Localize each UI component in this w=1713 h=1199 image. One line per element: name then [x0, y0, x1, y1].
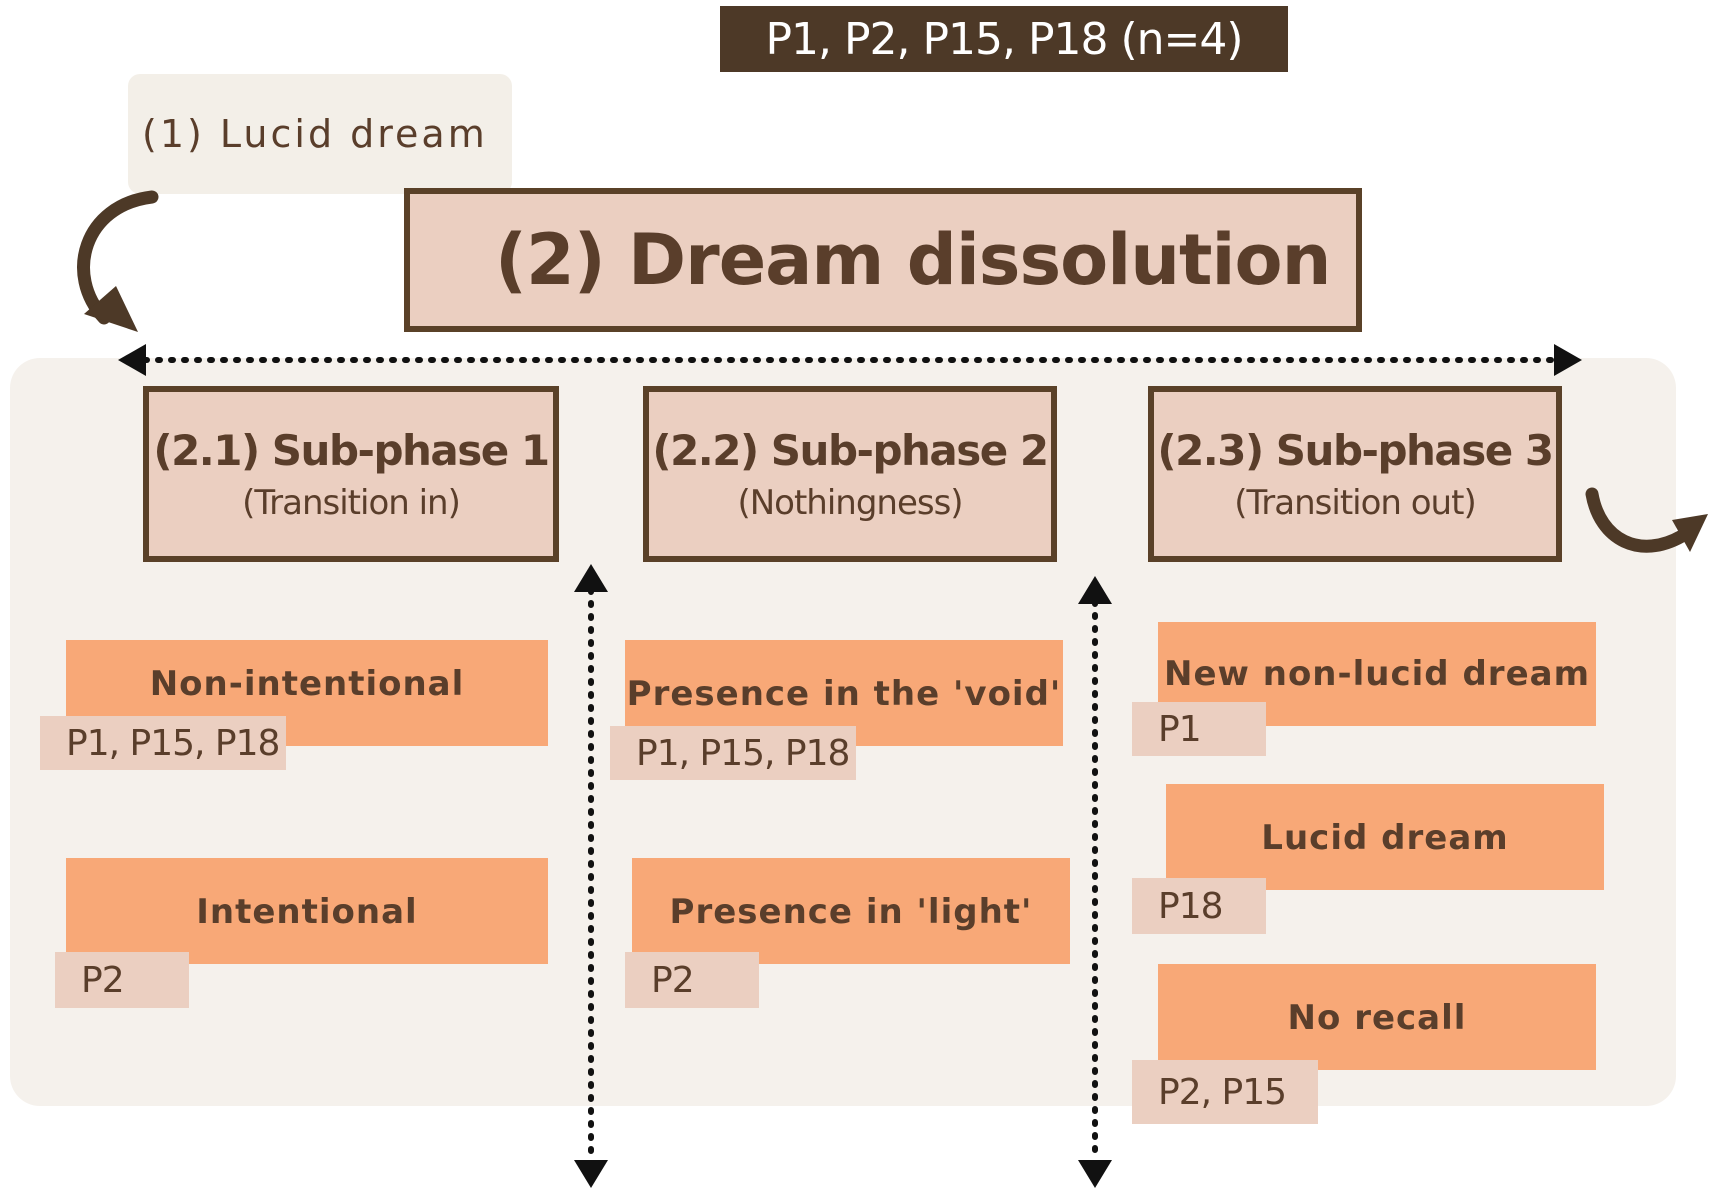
vertical-double-arrow-right [1078, 576, 1112, 1188]
participant-tag-text: P2 [81, 959, 125, 1001]
participant-tag-text: P2 [651, 959, 695, 1001]
curved-arrow-out-icon [1585, 487, 1708, 553]
subphase-1-title: (2.1) Sub-phase 1 [153, 425, 550, 475]
participant-tag: P1 [1132, 702, 1266, 756]
subphase-1-box: (2.1) Sub-phase 1 (Transition in) [143, 386, 559, 562]
subphase-2-box: (2.2) Sub-phase 2 (Nothingness) [643, 386, 1057, 562]
theme-intentional: Intentional [66, 858, 548, 964]
dream-dissolution-box: (2) Dream dissolution [404, 188, 1362, 332]
subphase-3-box: (2.3) Sub-phase 3 (Transition out) [1148, 386, 1562, 562]
participant-tag: P2 [55, 952, 189, 1008]
participant-tag: P2 [625, 952, 759, 1008]
subphase-2-title: (2.2) Sub-phase 2 [652, 425, 1049, 475]
participant-tag: P2, P15 [1132, 1060, 1318, 1124]
theme-label: Intentional [196, 892, 418, 932]
theme-label: New non-lucid dream [1163, 654, 1591, 694]
horizontal-double-arrow [118, 344, 1582, 376]
subphase-1-subtitle: (Transition in) [242, 482, 461, 523]
participant-tag: P1, P15, P18 [40, 716, 286, 770]
subphase-3-title: (2.3) Sub-phase 3 [1157, 425, 1554, 475]
lucid-dream-box: (1) Lucid dream [128, 74, 512, 194]
theme-label: No recall [1287, 998, 1467, 1038]
participant-tag: P18 [1132, 878, 1266, 934]
subphase-2-subtitle: (Nothingness) [737, 482, 963, 523]
participant-tag-text: P18 [1158, 885, 1224, 927]
participant-tag: P1, P15, P18 [610, 726, 856, 780]
participant-tag-text: P1, P15, P18 [636, 732, 850, 774]
participant-tag-text: P1 [1158, 708, 1202, 750]
lucid-dream-label: (1) Lucid dream [142, 112, 488, 156]
theme-label: Presence in 'light' [669, 892, 1033, 932]
curved-arrow-icon [77, 190, 159, 332]
theme-label: Lucid dream [1261, 818, 1509, 858]
participants-text: P1, P2, P15, P18 (n=4) [765, 13, 1243, 65]
vertical-double-arrow-left [574, 564, 608, 1188]
theme-label: Non-intentional [149, 664, 465, 704]
participant-tag-text: P1, P15, P18 [66, 722, 280, 764]
subphase-3-subtitle: (Transition out) [1234, 482, 1476, 523]
theme-presence-light: Presence in 'light' [632, 858, 1070, 964]
theme-no-recall: No recall [1158, 964, 1596, 1070]
participant-tag-text: P2, P15 [1158, 1071, 1287, 1113]
theme-lucid-dream: Lucid dream [1166, 784, 1604, 890]
theme-label: Presence in the 'void' [626, 674, 1062, 714]
participants-banner: P1, P2, P15, P18 (n=4) [720, 6, 1288, 72]
dream-dissolution-label: (2) Dream dissolution [495, 219, 1331, 301]
